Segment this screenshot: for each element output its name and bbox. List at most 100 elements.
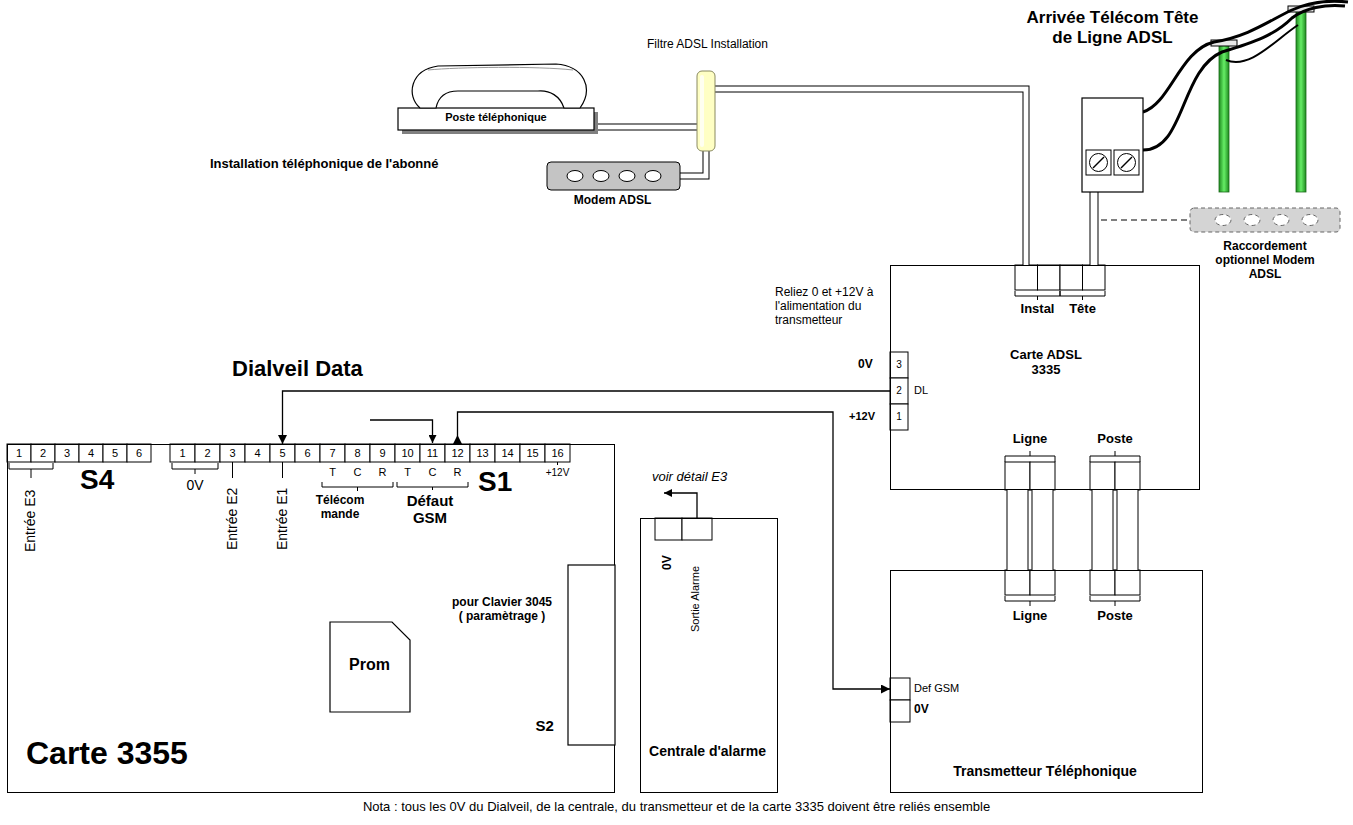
- terminal-cell: [103, 444, 127, 462]
- pin-number: 13: [470, 447, 495, 460]
- diagram-caption: Nota : tous les 0V du Dialveil, de la ce…: [0, 800, 1353, 815]
- terminal-cell: [7, 444, 31, 462]
- terminal-label: Tête: [1060, 302, 1105, 317]
- cable-core: [1093, 490, 1113, 570]
- cable-outline: [680, 151, 706, 176]
- cable-core: [1091, 192, 1098, 265]
- pin-number: 2: [31, 447, 55, 460]
- cable: [680, 151, 706, 176]
- terminal-cell: [31, 444, 55, 462]
- cable-outline: [715, 89, 1026, 265]
- pin-number: 11: [420, 447, 445, 460]
- telephone-poles: [1143, 1, 1348, 192]
- terminal-cell: [890, 700, 910, 722]
- contact-letter: R: [445, 466, 470, 479]
- cable: [1018, 490, 1128, 570]
- pin-number: 8: [345, 447, 370, 460]
- terminal-cell: [127, 444, 151, 462]
- s2-outline: [568, 565, 615, 745]
- telephone-set: Poste téléphonique: [398, 62, 598, 134]
- diagram-title: Dialveil Data: [232, 356, 363, 381]
- cable: [1094, 192, 1095, 265]
- pin-number: 9: [370, 447, 395, 460]
- terminal-cell: [545, 444, 570, 462]
- terminal-cell: [295, 444, 320, 462]
- optmodem-outline: [1190, 208, 1340, 232]
- terminal-cell: [1030, 462, 1055, 490]
- terminal-cell: [470, 444, 495, 462]
- connector-name: S4: [80, 464, 114, 496]
- terminal-cell: [320, 444, 345, 462]
- terminal-cell: [1038, 265, 1061, 290]
- pin-number: 4: [79, 447, 103, 460]
- terminal-cell: [445, 444, 470, 462]
- node-title: Filtre ADSL Installation: [640, 38, 775, 52]
- head-outline: [1082, 98, 1143, 192]
- pin-number: 3: [55, 447, 79, 460]
- terminal-cell: [1090, 462, 1115, 490]
- terminal-cell: [655, 518, 682, 540]
- terminal-cell: [1115, 462, 1140, 490]
- terminal-cell: [270, 444, 295, 462]
- terminal-cell: [890, 378, 908, 404]
- cable-outline: [1090, 192, 1099, 265]
- contact-letter: T: [320, 466, 345, 479]
- prom-chip: Prom: [330, 622, 414, 712]
- contact-letter: T: [395, 466, 420, 479]
- input-name: Entrée E3: [22, 490, 38, 552]
- pin-number: 10: [395, 447, 420, 460]
- adsl-filter: Filtre ADSL Installation: [640, 38, 779, 153]
- pin-number: 1: [170, 447, 195, 460]
- terminal-cell: [1005, 570, 1030, 595]
- signal-name: +12V: [849, 410, 875, 423]
- pin-number: 15: [520, 447, 545, 460]
- contact-letter: C: [420, 466, 445, 479]
- cable-core: [715, 89, 1026, 265]
- terminal-cell: [79, 444, 103, 462]
- pin-number: 3: [220, 447, 245, 460]
- signal-name: +12V: [545, 467, 570, 479]
- terminal-label: Poste: [1090, 609, 1140, 624]
- pin-number: 7: [320, 447, 345, 460]
- pin-number: 2: [195, 447, 220, 460]
- node-title: Centrale d'alarme: [641, 743, 774, 759]
- pin-number: 5: [270, 447, 295, 460]
- optional-modem: Raccordement optionnel Modem ADSL: [1185, 204, 1345, 296]
- connector-note: pour Clavier 3045 ( paramètrage ): [450, 596, 554, 624]
- terminal-cell: [370, 444, 395, 462]
- pin-number: 16: [545, 447, 570, 460]
- cable-core: [594, 125, 697, 130]
- terminal-cell: [495, 444, 520, 462]
- cable-outline: [1007, 490, 1029, 570]
- cable-outline: [1117, 490, 1139, 570]
- terminal-cell: [1015, 265, 1038, 290]
- cable: [594, 127, 697, 128]
- pin-number: 6: [295, 447, 320, 460]
- phone-outline: [398, 62, 598, 134]
- terminal-cell: [1115, 570, 1140, 595]
- node-title: Transmetteur Téléphonique: [891, 763, 1199, 779]
- terminal-label: Ligne: [1005, 609, 1055, 624]
- detail-arrow: [664, 493, 697, 518]
- modem-outline: [547, 162, 680, 190]
- connector-name: S1: [478, 466, 512, 498]
- terminal-label: Ligne: [1005, 432, 1055, 447]
- input-name: Entrée E1: [274, 488, 290, 550]
- wire-path: [458, 412, 891, 689]
- adsl-modem: Modem ADSL: [540, 160, 689, 214]
- contact-letter: C: [345, 466, 370, 479]
- terminal-cell: [1083, 265, 1106, 290]
- pin-number: 3: [890, 359, 908, 371]
- pin-number: 14: [495, 447, 520, 460]
- terminal-cell: [520, 444, 545, 462]
- signal-name: DL: [914, 384, 928, 397]
- node-title: Arrivée Télécom Tête de Ligne ADSL: [1020, 8, 1205, 47]
- terminal-cell: [420, 444, 445, 462]
- input-arrow: [370, 420, 433, 443]
- node-title: Modem ADSL: [540, 194, 685, 208]
- adsl-board: Carte ADSL 3335: [890, 265, 1200, 490]
- terminal-cell: [1005, 462, 1030, 490]
- terminal-cell: [345, 444, 370, 462]
